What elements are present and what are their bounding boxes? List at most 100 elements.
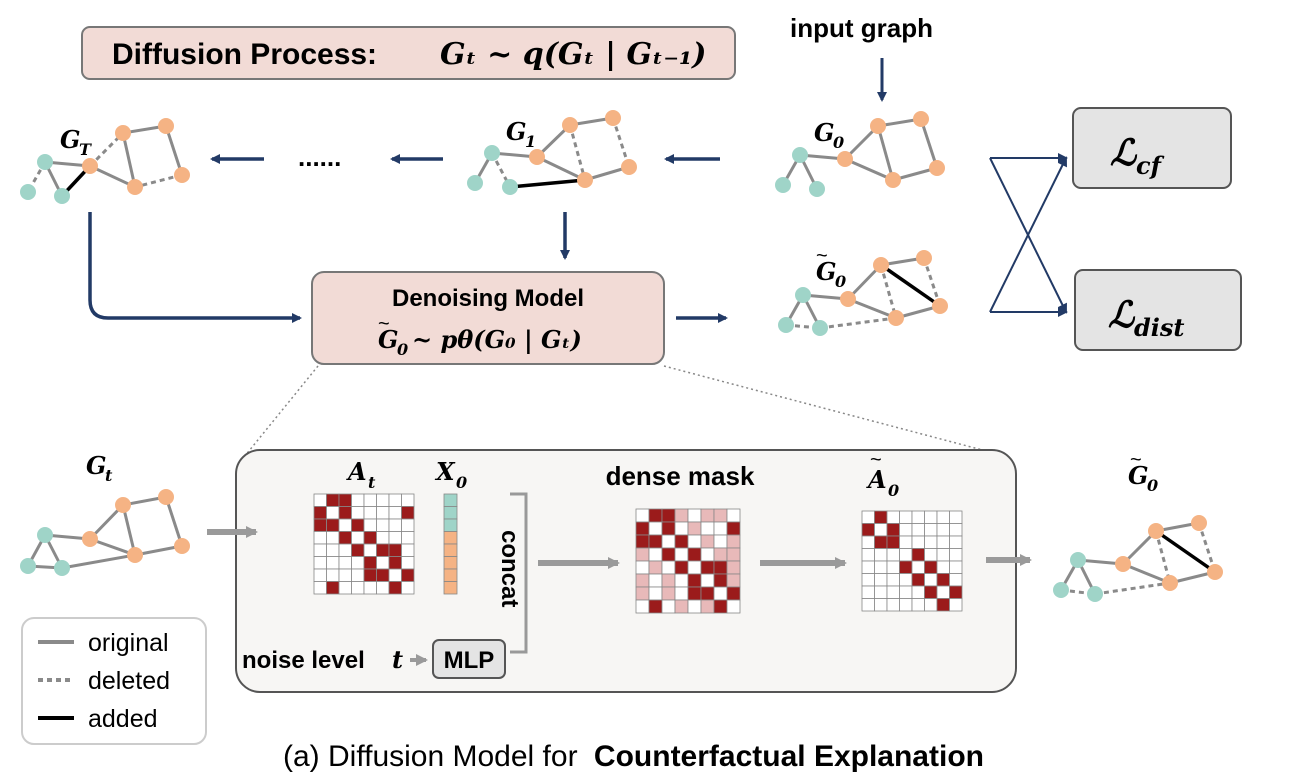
matrix-dense-mask-cell	[635, 534, 650, 549]
matrix-a-t-cell	[351, 568, 365, 582]
matrix-a-t-cell	[351, 543, 365, 557]
matrix-a-tilde-0-cell	[924, 573, 938, 587]
matrix-dense-mask-cell	[687, 534, 702, 549]
matrix-a-t-cell	[363, 518, 377, 532]
matrix-dense-mask-cell	[648, 521, 663, 536]
matrix-a-t-cell	[363, 543, 377, 557]
matrix-a-tilde-0-cell	[911, 585, 925, 599]
ellipsis: ......	[298, 142, 341, 172]
matrix-a-tilde-0-cell	[886, 598, 900, 612]
feature-vector-x-0	[443, 493, 458, 595]
matrix-dense-mask-cell	[700, 573, 715, 588]
matrix-a-tilde-0-cell	[861, 548, 875, 562]
matrix-a-tilde-0-cell	[899, 510, 913, 524]
matrix-dense-mask-cell	[674, 560, 689, 575]
matrix-a-t-cell	[326, 543, 340, 557]
matrix-dense-mask-cell	[713, 599, 728, 614]
matrix-dense-mask-cell	[687, 573, 702, 588]
matrix-dense-mask-cell	[726, 560, 741, 575]
caption: (a) Diffusion Model for Counterfactual E…	[283, 740, 984, 773]
feature-vector-cell	[443, 518, 458, 532]
matrix-dense-mask-cell	[661, 573, 676, 588]
g-t-label: G	[86, 451, 107, 480]
legend-original-label: original	[88, 629, 169, 657]
matrix-a-tilde-0-cell	[861, 535, 875, 549]
matrix-a-t-cell	[313, 518, 327, 532]
matrix-a-t-cell	[326, 506, 340, 520]
matrix-a-t-cell	[363, 493, 377, 507]
matrix-a-tilde-0-cell	[949, 523, 963, 537]
matrix-a-t-cell	[338, 581, 352, 595]
dense-mask-label: dense mask	[606, 461, 755, 491]
feature-vector-cell	[443, 556, 458, 570]
matrix-dense-mask-cell	[713, 586, 728, 601]
matrix-dense-mask-cell	[648, 547, 663, 562]
matrix-a-t-cell	[376, 493, 390, 507]
input-graph-label: input graph	[790, 13, 933, 43]
matrix-a-t-cell	[376, 518, 390, 532]
matrix-a-t-cell	[363, 568, 377, 582]
matrix-a-t-cell	[326, 556, 340, 570]
g-1-sub: 1	[525, 132, 536, 151]
matrix-dense-mask-cell	[700, 586, 715, 601]
matrix-a-t-cell	[351, 493, 365, 507]
matrix-a-t-cell	[388, 543, 402, 557]
matrix-a-tilde-0-cell	[899, 598, 913, 612]
matrix-a-tilde-0-cell	[874, 535, 888, 549]
matrix-a-t-cell	[376, 531, 390, 545]
matrix-a-tilde-0-cell	[949, 535, 963, 549]
matrix-dense-mask-cell	[700, 599, 715, 614]
matrix-dense-mask-cell	[635, 521, 650, 536]
matrix-a-t-cell	[376, 568, 390, 582]
matrix-a-tilde-0-cell	[936, 573, 950, 587]
matrix-a-tilde-0-cell	[949, 585, 963, 599]
matrix-a-tilde-0-cell	[874, 510, 888, 524]
matrix-dense-mask-cell	[700, 534, 715, 549]
matrix-a-tilde-0-cell	[874, 585, 888, 599]
matrix-a-t-cell	[351, 556, 365, 570]
matrix-a-t-cell	[338, 543, 352, 557]
diffusion-process-formula: Gₜ ~ q(Gₜ | Gₜ₋₁)	[440, 37, 706, 72]
matrix-dense-mask-cell	[713, 534, 728, 549]
concat-bracket	[510, 492, 528, 654]
matrix-dense-mask-cell	[687, 586, 702, 601]
matrix-dense-mask-cell	[687, 599, 702, 614]
matrix-a-t-cell	[388, 493, 402, 507]
matrix-dense-mask-cell	[648, 573, 663, 588]
matrix-dense-mask-cell	[661, 521, 676, 536]
a-tilde-0-sub: 0	[888, 481, 899, 500]
matrix-a-t-cell	[351, 581, 365, 595]
matrix-dense-mask-cell	[700, 508, 715, 523]
tilde-g0-mid: ~	[816, 245, 828, 267]
matrix-a-t-cell	[313, 531, 327, 545]
matrix-dense-mask-cell	[648, 599, 663, 614]
matrix-a-t-cell	[388, 568, 402, 582]
loss-dist-box	[1074, 269, 1242, 351]
caption-bold: Counterfactual Explanation	[594, 740, 984, 773]
diffusion-process-box	[81, 26, 736, 80]
matrix-a-tilde-0-cell	[936, 560, 950, 574]
g-tilde-0-label: G	[816, 257, 837, 286]
matrix-dense-mask-cell	[661, 547, 676, 562]
concat-label: concat	[496, 530, 523, 607]
arrow-gT-to-denoise	[88, 212, 302, 323]
matrix-dense-mask-cell	[648, 534, 663, 549]
matrix-a-t-cell	[351, 506, 365, 520]
matrix-a-tilde-0-cell	[861, 598, 875, 612]
matrix-dense-mask-cell	[674, 599, 689, 614]
matrix-a-t-cell	[376, 506, 390, 520]
matrix-a-t-cell	[388, 518, 402, 532]
g-0-sub: 0	[833, 133, 844, 152]
matrix-a-tilde-0-cell	[874, 573, 888, 587]
legend-added-label: added	[88, 705, 158, 733]
a-tilde-0-label: A	[866, 465, 887, 494]
loss-cf-symbol: ℒ	[1110, 132, 1138, 174]
matrix-a-tilde-0-cell	[911, 598, 925, 612]
matrix-a-tilde-0-cell	[949, 548, 963, 562]
feature-vector-cell	[443, 581, 458, 595]
matrix-a-t-cell	[326, 531, 340, 545]
matrix-a-t	[313, 493, 415, 595]
graph-g-t	[20, 489, 190, 576]
matrix-dense-mask-cell	[713, 508, 728, 523]
matrix-a-tilde-0-cell	[911, 573, 925, 587]
